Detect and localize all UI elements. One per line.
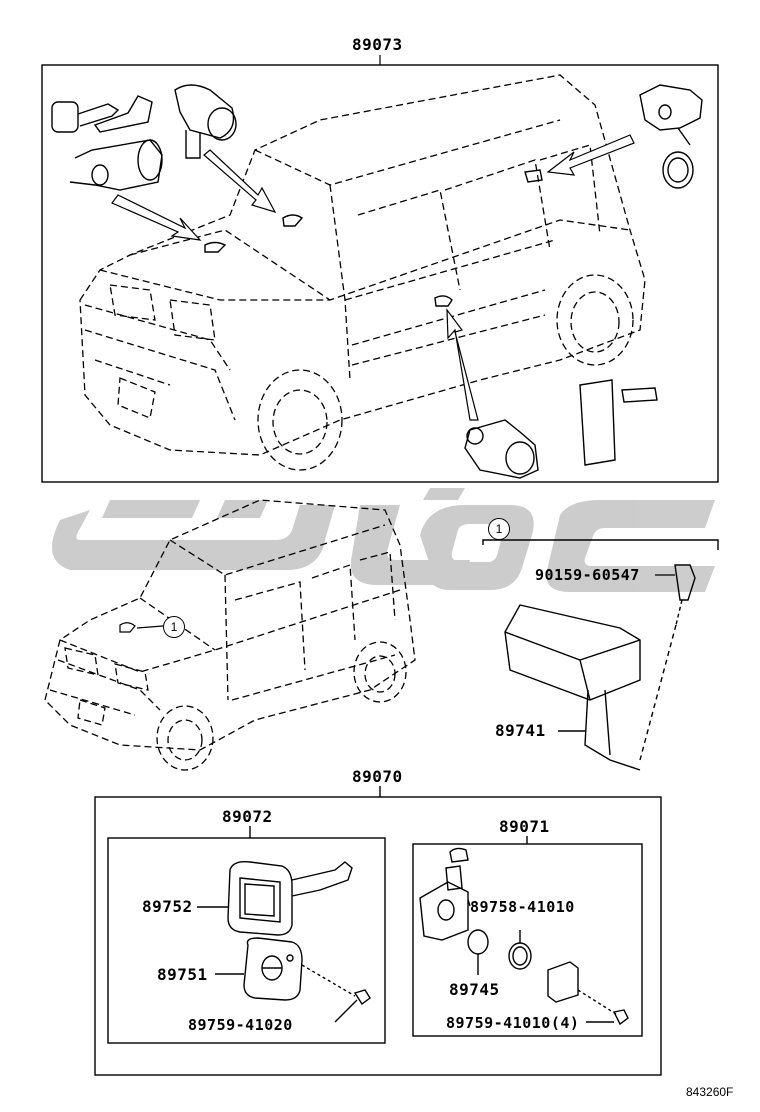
lock-parts [419,847,629,1026]
vehicle-top-view [79,74,646,471]
part-kit-main: 89073 [352,35,403,54]
assembly-arrows [111,134,635,421]
key-and-lock-parts-top [51,84,703,479]
part-bolt: 90159-60547 [535,566,640,584]
part-key-cover: 89751 [157,965,208,984]
part-key-screw: 89759-41020 [188,1016,293,1034]
diagram-code: 843260F [686,1085,734,1099]
part-cylinder-set: 89070 [352,767,403,786]
part-lock-b: 89745 [449,980,500,999]
callout-ref-top: 1 [488,518,510,540]
part-ecu: 89741 [495,721,546,740]
part-key-set: 89072 [222,807,273,826]
set-frames [94,786,662,1076]
kit-frame [41,64,719,483]
part-lock-screw: 89759-41010(4) [446,1014,580,1032]
callout-ref-car: 1 [163,616,185,638]
part-key-housing: 89752 [142,897,193,916]
callout-leader [119,622,164,633]
key-parts [197,860,371,1023]
part-lock-set: 89071 [499,817,550,836]
part-lock-a: 89758-41010 [470,898,575,916]
